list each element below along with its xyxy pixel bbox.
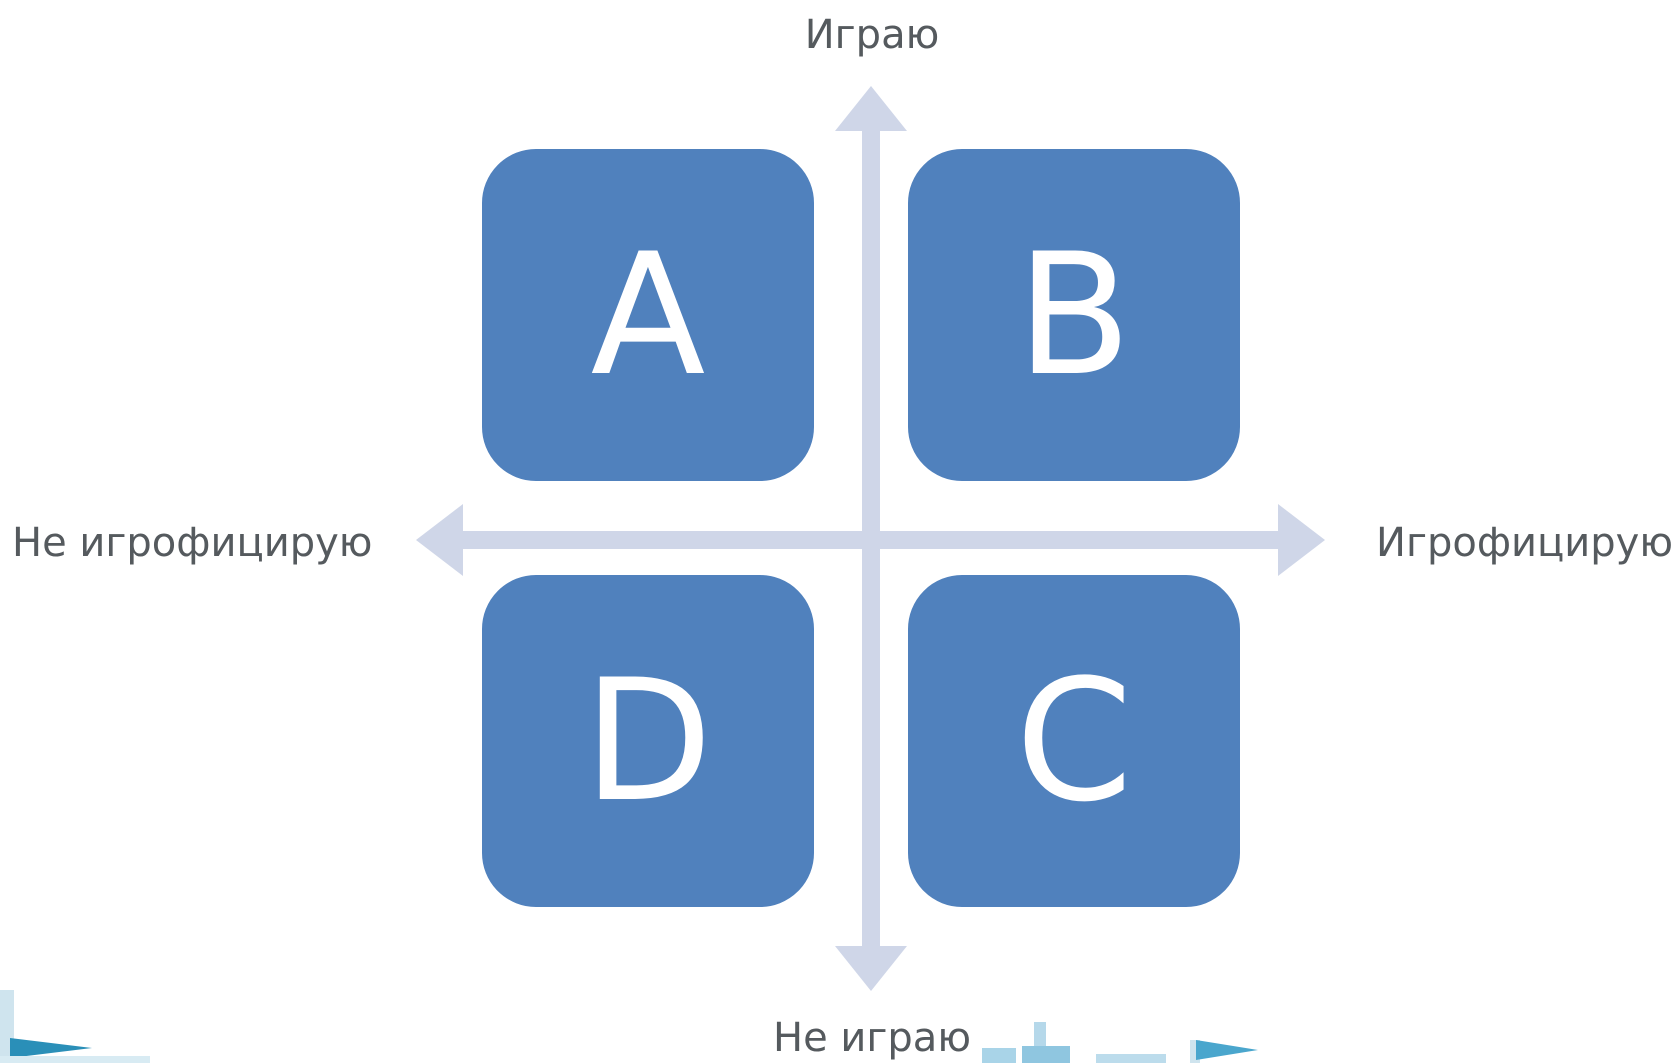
- castle-block-2-icon: [1022, 1046, 1070, 1063]
- castle-block-1-icon: [982, 1048, 1016, 1063]
- axis-label-left: Не игрофицирую: [12, 520, 373, 566]
- arrow-right-icon: [1278, 504, 1325, 576]
- arrow-down-icon: [835, 946, 907, 991]
- quadrant-a: A: [480, 147, 816, 483]
- flag-pole-right-icon: [1190, 1040, 1200, 1063]
- pennant-left-icon: [10, 1038, 92, 1058]
- quadrant-b: B: [906, 147, 1242, 483]
- quadrant-b-label: B: [1016, 217, 1132, 413]
- arrow-left-icon: [416, 504, 463, 576]
- quadrant-d: D: [480, 573, 816, 909]
- quadrant-a-label: A: [590, 217, 706, 413]
- quadrant-d-label: D: [583, 643, 713, 839]
- horizontal-axis-shaft: [460, 531, 1284, 549]
- quadrant-c-label: C: [1015, 643, 1133, 839]
- flag-ground-left-icon: [0, 1056, 150, 1063]
- axis-label-right: Игрофицирую: [1376, 520, 1673, 566]
- axis-label-bottom: Не играю: [773, 1015, 971, 1061]
- pennant-right-icon: [1196, 1040, 1258, 1060]
- axis-label-top: Играю: [804, 12, 940, 58]
- castle-block-3-icon: [1096, 1054, 1166, 1063]
- arrow-up-icon: [835, 86, 907, 131]
- quadrant-c: C: [906, 573, 1242, 909]
